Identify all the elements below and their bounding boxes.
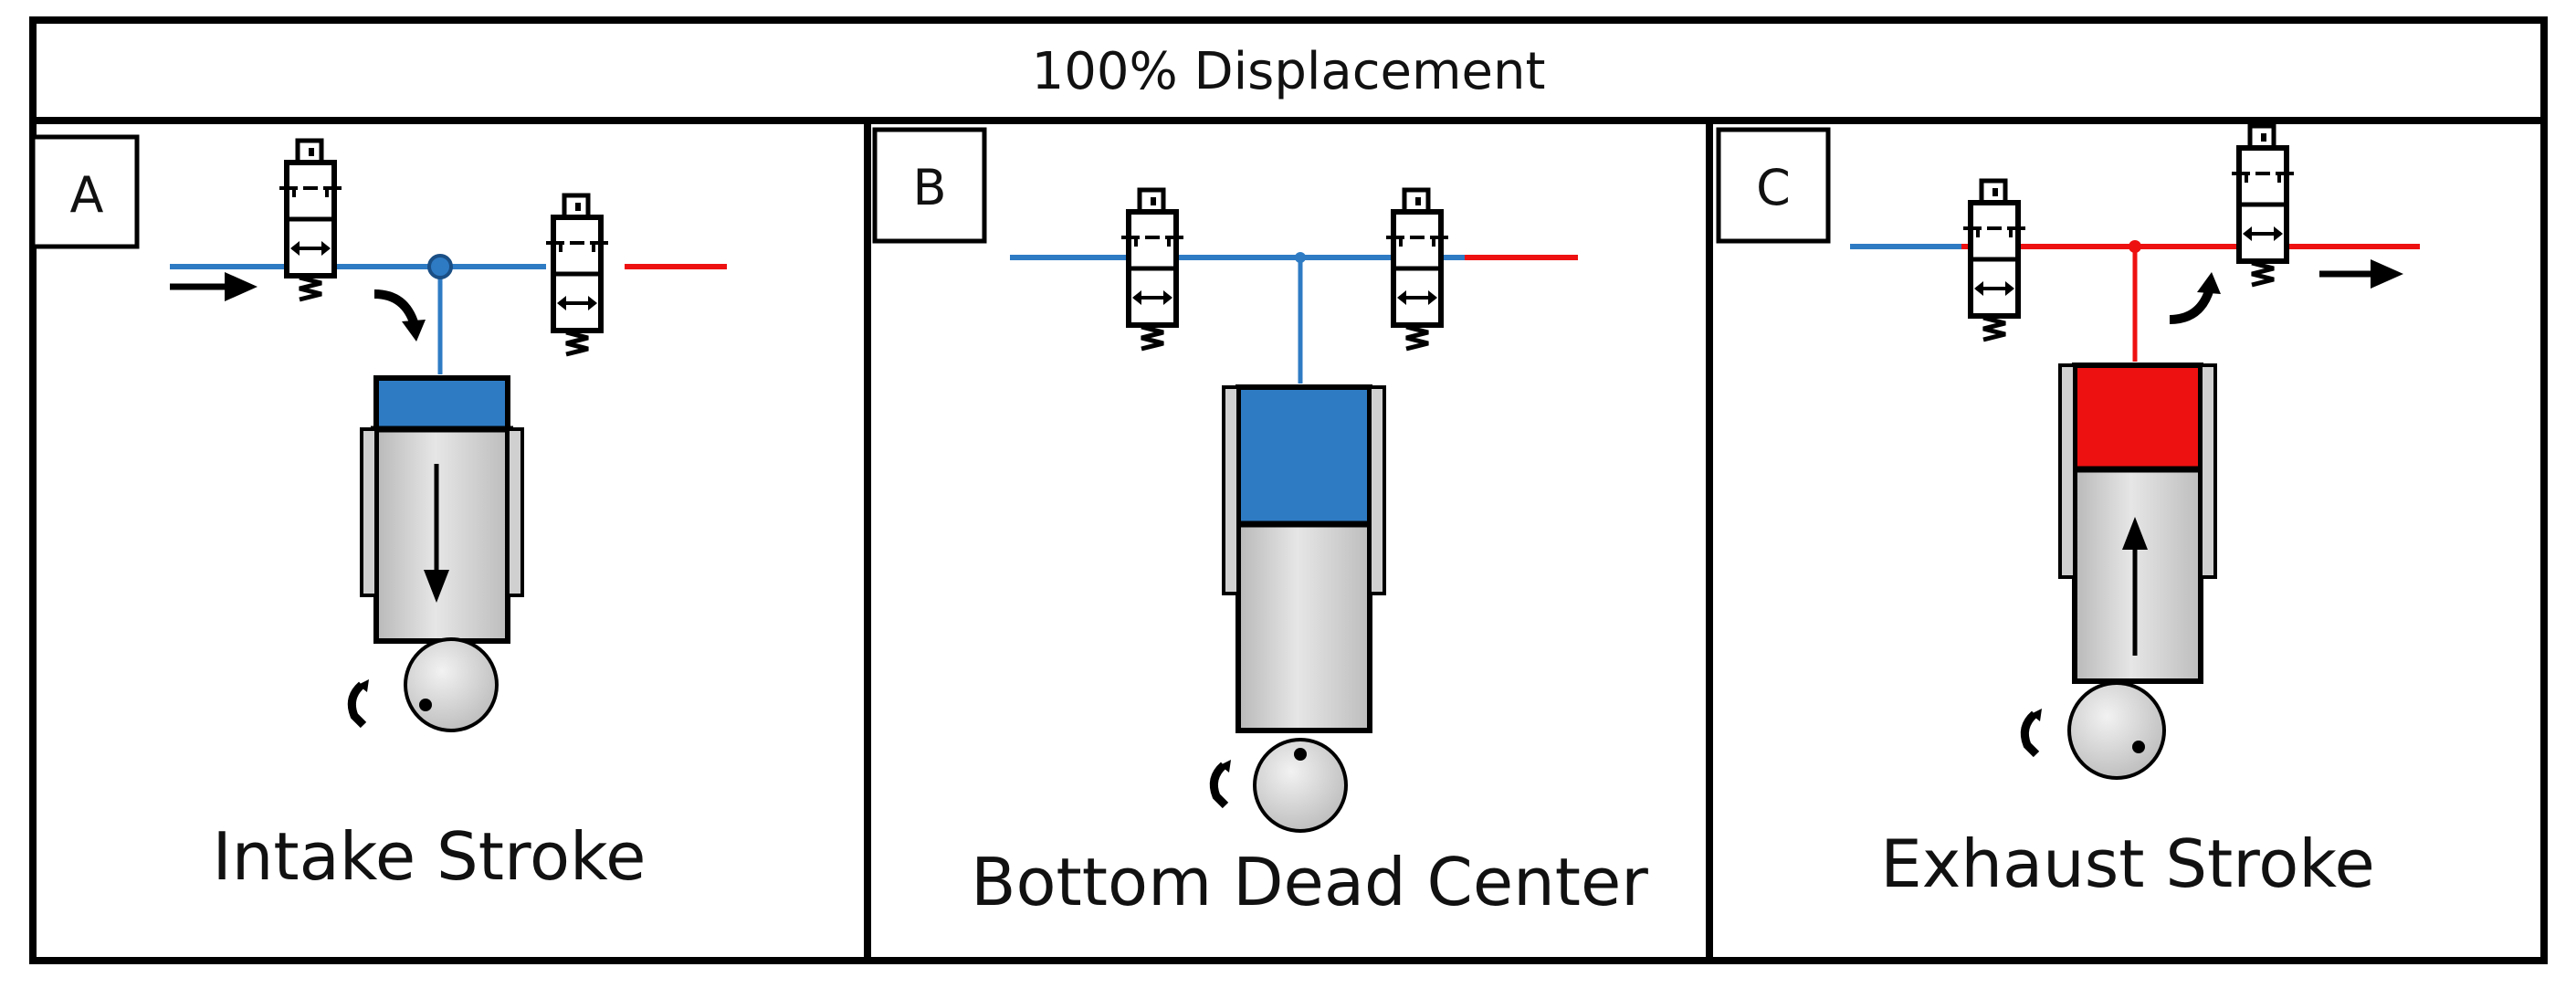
panel-caption: Intake Stroke [213, 818, 647, 895]
cylinder [1222, 384, 1386, 733]
valve-icon [1963, 181, 2025, 340]
panel-letter-box [872, 127, 987, 244]
cam-pin [419, 699, 432, 711]
panel-caption: Bottom Dead Center [971, 844, 1648, 920]
flow-arrow-icon [170, 272, 258, 301]
valve-icon [2232, 126, 2294, 285]
valve-icon [1121, 190, 1183, 349]
cam-icon [1253, 738, 1348, 833]
cam-icon [404, 637, 499, 732]
cam-pin [1294, 748, 1307, 761]
panel-letter: A [70, 166, 104, 224]
flow-arrow-icon [2319, 259, 2403, 289]
cylinder [360, 375, 524, 644]
panel-letter-box [1716, 127, 1831, 244]
panel-letter: B [912, 159, 946, 216]
valve-icon [279, 141, 342, 300]
cam-icon [2067, 681, 2166, 780]
rotation-icon [352, 679, 369, 725]
cylinder [2058, 363, 2217, 684]
curved-arrow-icon [374, 294, 426, 342]
junction-dot [427, 254, 453, 279]
panel-caption: Exhaust Stroke [1880, 825, 2375, 902]
rotation-icon [1214, 760, 1231, 805]
panel-letter: C [1756, 159, 1791, 216]
panel-bdc: B Bottom Dead Center [872, 127, 1648, 920]
panel-intake: A Intake Stroke [30, 134, 727, 895]
piston-arrow-icon [2122, 517, 2148, 656]
panel-exhaust: C Exhaust Stroke [1716, 126, 2420, 902]
panel-letter-box [30, 134, 140, 249]
valve-icon [546, 195, 608, 354]
figure-frame [29, 16, 2548, 964]
rotation-icon [2024, 709, 2042, 754]
cam-pin [2132, 741, 2145, 753]
curved-arrow-icon [2170, 272, 2221, 320]
piston-arrow-icon [424, 464, 449, 603]
junction-dot [2129, 240, 2141, 253]
junction-dot [1295, 252, 1306, 263]
figure-title: 100% Displacement [1032, 42, 1546, 101]
valve-icon [1386, 190, 1448, 349]
